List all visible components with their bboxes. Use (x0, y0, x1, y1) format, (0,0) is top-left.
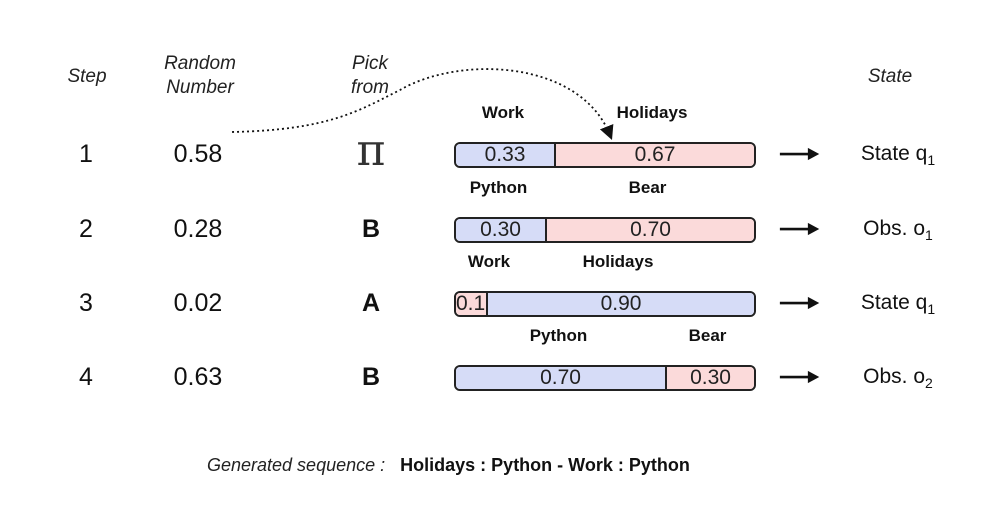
bar-segment-left: 0.70 (456, 367, 665, 389)
pick-from-header: Pick from (340, 52, 400, 100)
random-number: 0.02 (173, 289, 223, 317)
result-state-subscript: 1 (927, 301, 936, 318)
right-arrow-icon (779, 370, 820, 384)
generated-sequence-label: Generated sequence : (207, 455, 386, 475)
bar-label-left: Python (469, 178, 528, 197)
bar-segment-right: 0.30 (665, 367, 754, 389)
result-state-subscript: 1 (925, 227, 933, 244)
random-header-line1: Random (164, 53, 236, 74)
generated-sequence-value: Holidays : Python - Work : Python (400, 455, 690, 475)
right-arrow-icon (779, 147, 820, 161)
random-number-header: Random Number (145, 52, 255, 100)
result-state: State q1 (828, 142, 968, 168)
bar-label-right: Holidays (616, 103, 688, 122)
result-state: Obs. o2 (828, 365, 968, 391)
result-state-subscript: 1 (927, 152, 936, 169)
bar-segment-left: 0.10 (456, 292, 497, 315)
pick-matrix: B (361, 363, 381, 391)
bar-label-left: Work (467, 252, 511, 271)
pick-header-line1: Pick (352, 53, 388, 74)
random-number: 0.63 (173, 363, 223, 391)
result-state: State q1 (828, 291, 968, 317)
right-arrow-icon (779, 296, 820, 310)
step-number: 2 (79, 215, 93, 243)
result-state-text: Obs. o (863, 365, 926, 388)
bar-label-left: Work (481, 103, 525, 122)
generated-sequence: Generated sequence : Holidays : Python -… (207, 455, 690, 476)
result-state: Obs. o1 (828, 217, 968, 243)
result-state-text: State q (860, 142, 928, 165)
right-arrow-icon (779, 222, 820, 236)
bar-segment-right: 0.67 (554, 144, 754, 166)
bar-segment-right: 0.90 (486, 293, 754, 315)
random-header-line2: Number (166, 77, 234, 98)
pick-matrix: A (361, 289, 381, 317)
state-header: State (867, 66, 913, 87)
step-number: 1 (79, 140, 93, 168)
pick-header-line2: from (351, 77, 389, 98)
bar-segment-right: 0.70 (545, 219, 754, 241)
pick-matrix: B (361, 215, 381, 243)
random-number: 0.28 (173, 215, 223, 243)
bar-segment-left: 0.30 (456, 219, 545, 241)
result-state-text: State q (860, 291, 928, 314)
bar-label-right: Bear (628, 178, 667, 197)
step-header: Step (67, 66, 107, 87)
result-state-text: Obs. o (863, 217, 926, 240)
bar-label-left: Python (529, 326, 588, 345)
step-number: 4 (79, 363, 93, 391)
step-number: 3 (79, 289, 93, 317)
pi-symbol: π (356, 125, 386, 176)
result-state-subscript: 2 (925, 375, 933, 392)
bar-segment-left: 0.33 (456, 144, 554, 166)
bar-label-right: Bear (688, 326, 727, 345)
bar-label-right: Holidays (582, 252, 654, 271)
random-number: 0.58 (173, 140, 223, 168)
